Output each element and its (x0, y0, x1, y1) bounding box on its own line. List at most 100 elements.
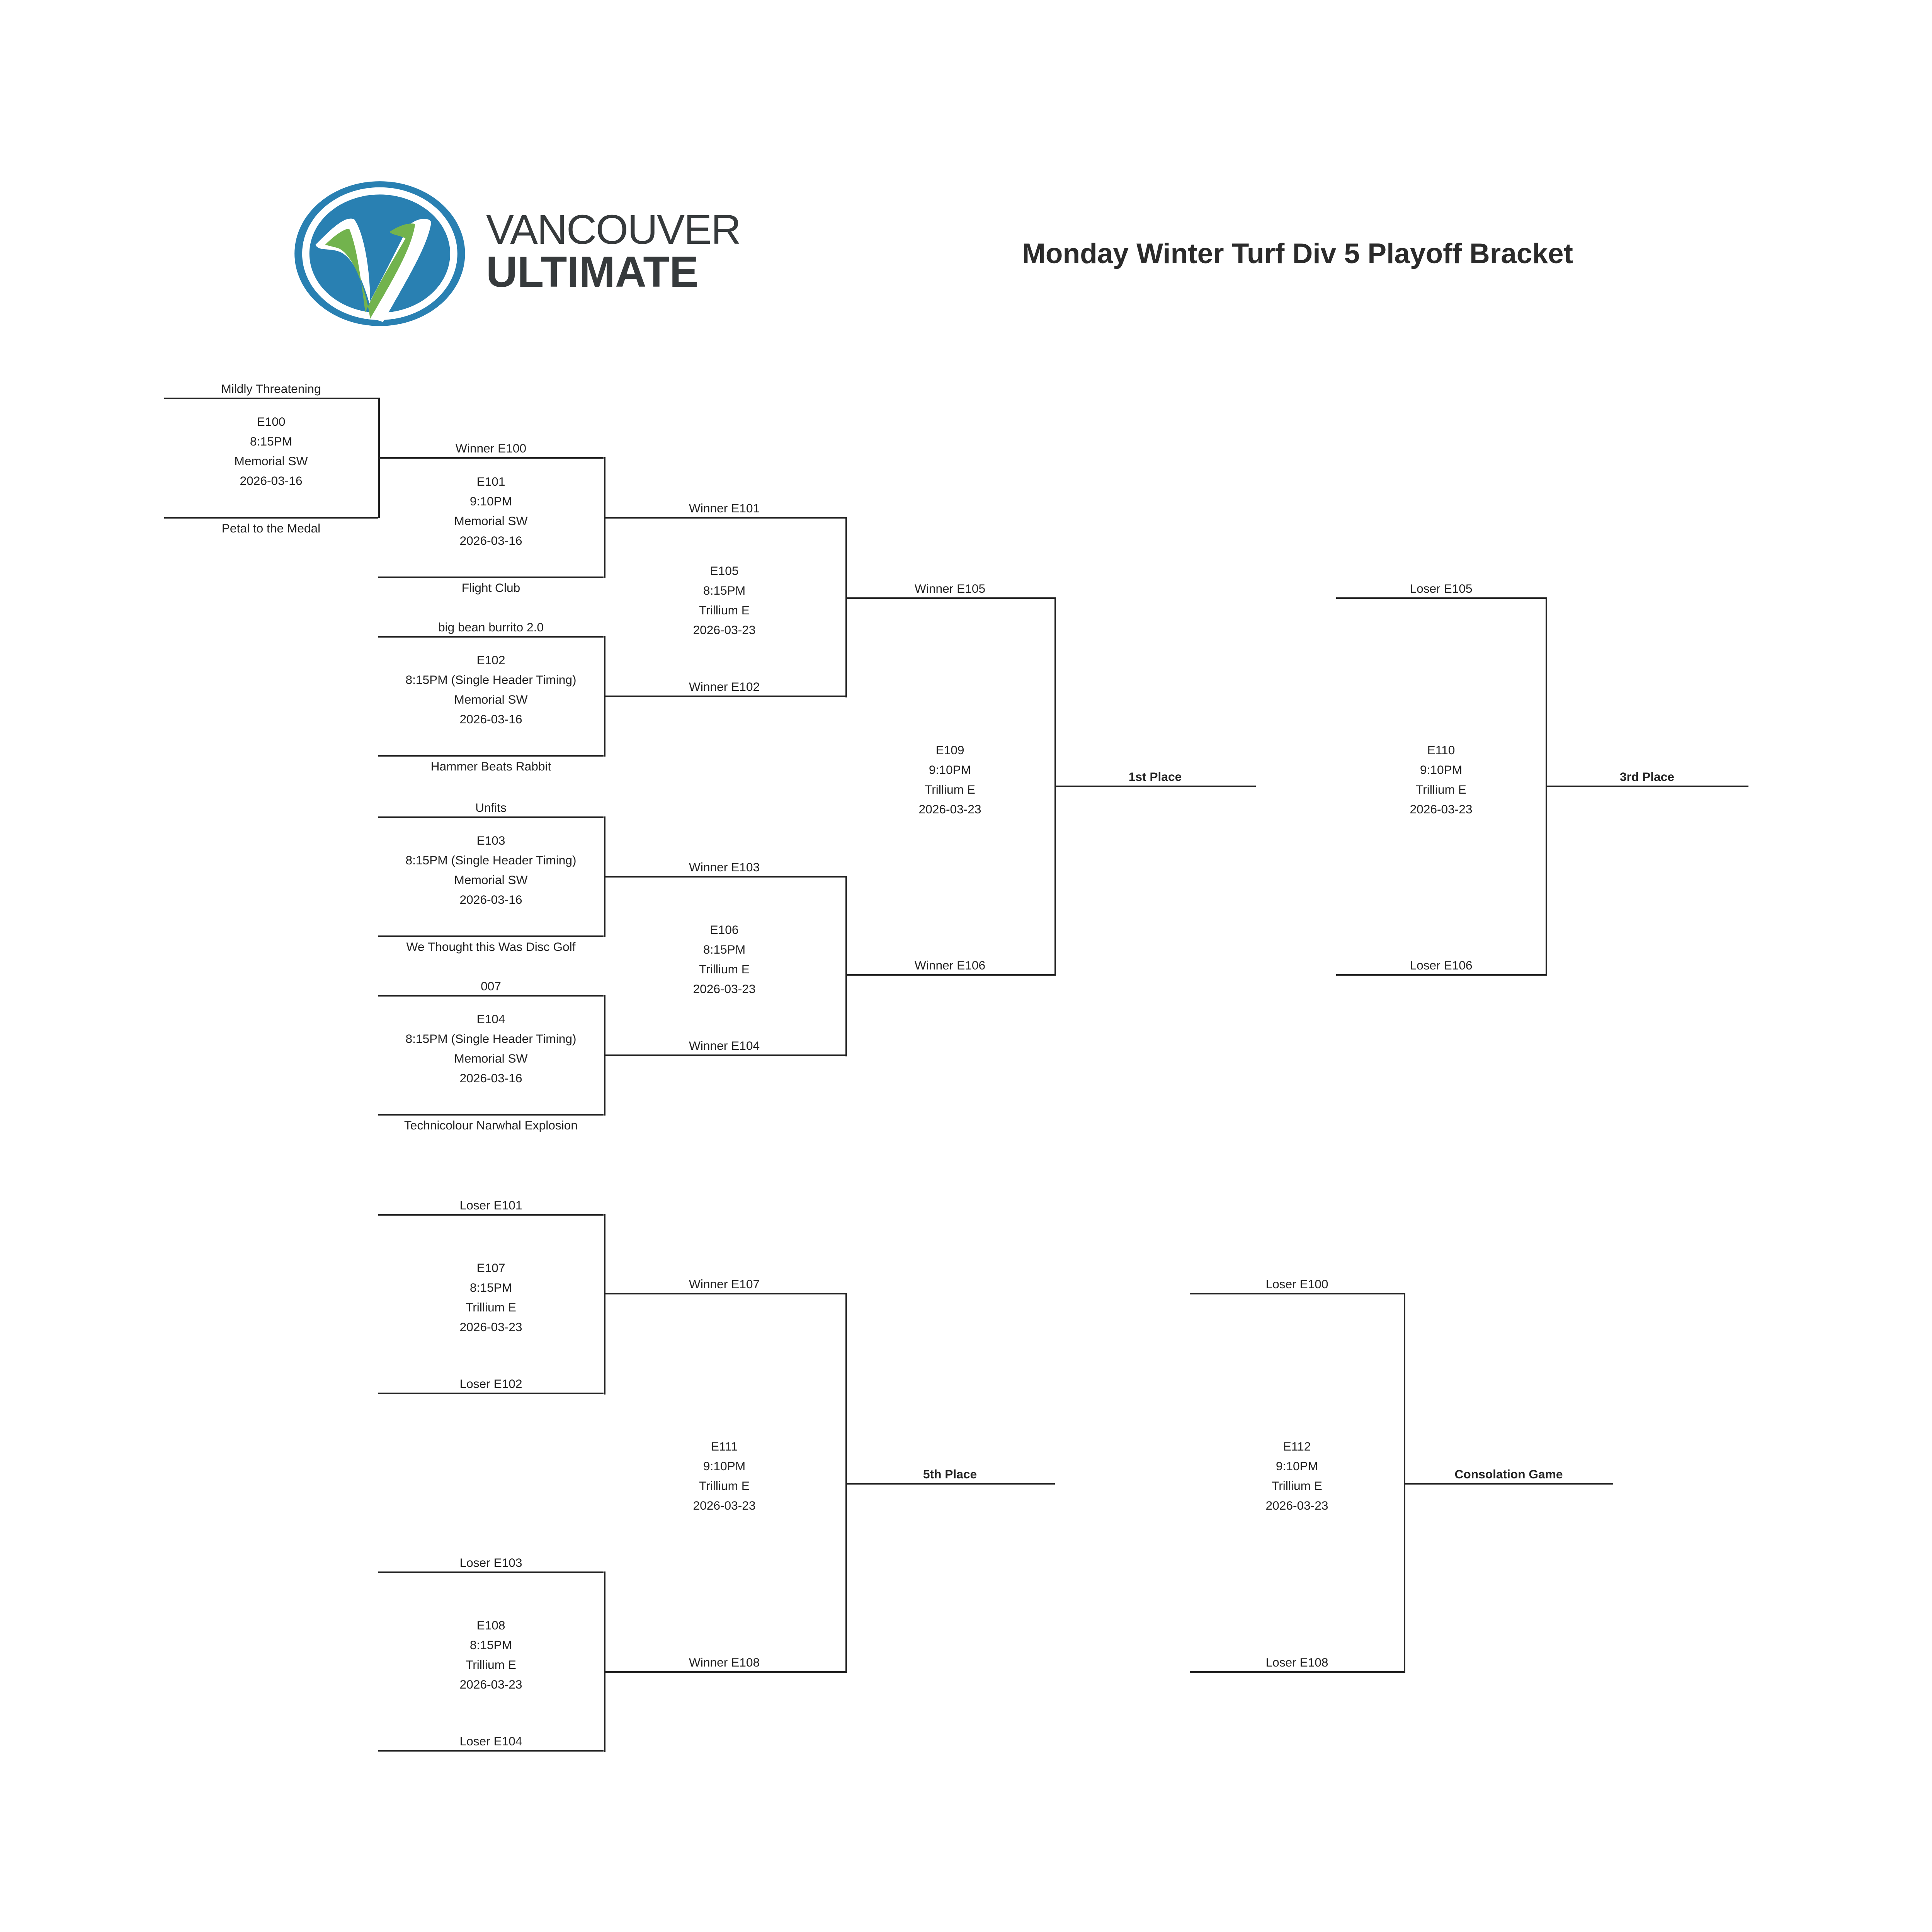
team-slot-top: Winner E103 (689, 860, 760, 874)
match-field: Memorial SW (454, 514, 528, 528)
bracket-line-top (378, 457, 604, 459)
bracket-line-bottom (604, 696, 845, 697)
match-time: 8:15PM (469, 1281, 512, 1294)
team-slot-top: Loser E100 (1265, 1277, 1328, 1291)
bracket-line-vertical (845, 517, 847, 697)
match-time: 9:10PM (469, 494, 512, 508)
bracket-line-vertical (845, 1293, 847, 1673)
bracket-line-top (845, 597, 1055, 599)
team-slot-top: Loser E101 (459, 1198, 522, 1212)
match-time: 8:15PM (Single Header Timing) (405, 853, 577, 867)
match-field: Trillium E (466, 1658, 516, 1672)
bracket-line-bottom (378, 577, 604, 578)
match-field: Trillium E (925, 782, 975, 796)
result-label: 3rd Place (1620, 770, 1674, 784)
bracket-line-bottom (845, 974, 1055, 976)
team-slot-top: Winner E100 (455, 441, 527, 455)
result-label: Consolation Game (1454, 1467, 1563, 1481)
match-date: 2026-03-23 (459, 1320, 522, 1334)
match-id: E107 (476, 1261, 505, 1275)
result-label: 1st Place (1128, 770, 1182, 784)
result-line (1546, 786, 1748, 787)
match-time: 8:15PM (469, 1638, 512, 1652)
bracket-line-top (378, 816, 604, 818)
team-slot-bottom: Loser E108 (1265, 1655, 1328, 1669)
match-details: E101 9:10PM Memorial SW 2026-03-16 (330, 472, 652, 551)
result-label: 5th Place (923, 1467, 977, 1481)
match-field: Memorial SW (454, 692, 528, 706)
logo-text-ultimate: ULTIMATE (486, 248, 699, 296)
match-date: 2026-03-16 (459, 1071, 522, 1085)
team-slot-bottom: Loser E104 (459, 1734, 522, 1748)
match-date: 2026-03-23 (1410, 802, 1473, 816)
team-slot-bottom: Flight Club (461, 581, 520, 595)
team-slot-bottom: Technicolour Narwhal Explosion (404, 1118, 578, 1132)
page-title: Monday Winter Turf Div 5 Playoff Bracket (1022, 238, 1573, 269)
match-id: E101 (476, 474, 505, 488)
bracket-line-bottom (378, 1750, 604, 1752)
match-field: Memorial SW (454, 1051, 528, 1065)
match-field: Trillium E (1416, 782, 1466, 796)
match-field: Trillium E (699, 1479, 750, 1493)
match-id: E103 (476, 833, 505, 847)
match-time: 9:10PM (1420, 763, 1463, 777)
match-details: E107 8:15PM Trillium E 2026-03-23 (330, 1258, 652, 1337)
match-details: E110 9:10PM Trillium E 2026-03-23 (1280, 740, 1602, 819)
team-slot-bottom: Winner E102 (689, 680, 760, 694)
match-date: 2026-03-23 (1265, 1498, 1328, 1512)
bracket-line-bottom (164, 517, 378, 519)
match-field: Trillium E (1272, 1479, 1322, 1493)
match-date: 2026-03-16 (459, 712, 522, 726)
bracket-line-top (378, 1571, 604, 1573)
bracket-line-bottom (1190, 1671, 1404, 1673)
match-date: 2026-03-23 (693, 1498, 756, 1512)
match-id: E100 (257, 415, 286, 429)
match-date: 2026-03-16 (240, 474, 303, 488)
logo-text-vancouver: VANCOUVER (486, 206, 741, 253)
match-id: E105 (710, 564, 739, 578)
match-time: 8:15PM (703, 942, 746, 956)
team-slot-bottom: Loser E102 (459, 1377, 522, 1391)
match-date: 2026-03-23 (693, 982, 756, 996)
match-id: E102 (476, 653, 505, 667)
v-disc-logo-icon (294, 181, 465, 326)
bracket-line-bottom (378, 1114, 604, 1116)
bracket-line-top (164, 398, 378, 399)
match-date: 2026-03-23 (918, 802, 981, 816)
team-slot-top: 007 (481, 979, 501, 993)
team-slot-bottom: Loser E106 (1410, 958, 1473, 972)
match-id: E111 (711, 1439, 738, 1453)
bracket-line-top (1190, 1293, 1404, 1294)
vancouver-ultimate-logo (293, 180, 470, 328)
bracket-line-bottom (378, 755, 604, 757)
bracket-line-top (1336, 597, 1546, 599)
team-slot-top: Loser E105 (1410, 582, 1473, 595)
match-time: 9:10PM (929, 763, 971, 777)
match-id: E110 (1427, 743, 1455, 757)
match-details: E109 9:10PM Trillium E 2026-03-23 (789, 740, 1111, 819)
match-date: 2026-03-16 (459, 893, 522, 906)
result-line (1404, 1483, 1613, 1485)
match-field: Trillium E (466, 1300, 516, 1314)
bracket-line-vertical (1404, 1293, 1405, 1673)
bracket-line-bottom (378, 1393, 604, 1394)
match-id: E109 (935, 743, 964, 757)
team-slot-bottom: Winner E106 (914, 958, 986, 972)
bracket-line-bottom (378, 935, 604, 937)
match-details: E103 8:15PM (Single Header Timing) Memoria… (330, 831, 652, 910)
bracket-line-bottom (1336, 974, 1546, 976)
match-field: Memorial SW (454, 873, 528, 887)
bracket-page: VANCOUVER ULTIMATE Monday Winter Turf Di… (164, 180, 1748, 1752)
match-date: 2026-03-16 (459, 534, 522, 548)
team-slot-bottom: Winner E108 (689, 1655, 760, 1669)
match-id: E112 (1283, 1439, 1311, 1453)
match-time: 8:15PM (250, 434, 293, 448)
bracket-line-top (604, 517, 845, 519)
team-slot-bottom: Winner E104 (689, 1039, 760, 1053)
team-slot-bottom: Petal to the Medal (221, 521, 321, 535)
bracket-line-top (378, 636, 604, 638)
